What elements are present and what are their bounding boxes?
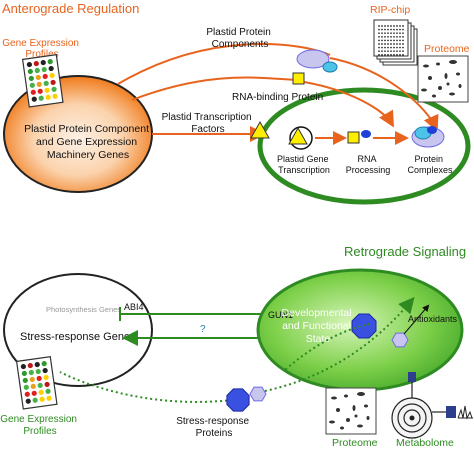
- gene-profiles-label-bottom: Gene Expression Profiles: [0, 414, 80, 437]
- arrow-rnabp-up: [131, 76, 297, 101]
- nucleus-label: Plastid Protein Component and Gene Expre…: [24, 123, 152, 161]
- proteome-spots-top: [421, 60, 462, 98]
- protein-component-cyan: [322, 61, 338, 73]
- metabolome-icon: [391, 372, 473, 439]
- gene-profiles-label-top: Gene Expression Profiles: [2, 38, 82, 60]
- plastid-gene-circle: [289, 126, 313, 150]
- label-rna-binding-protein: RNA-binding Protein: [232, 92, 323, 103]
- stress-proteins-label: Stress-response Proteins: [176, 416, 252, 439]
- rip-chip-label: RIP-chip: [370, 4, 410, 16]
- proteome-label-top: Proteome: [424, 43, 470, 55]
- rna-binding-square: [292, 72, 305, 85]
- bound-transcription-factor: [288, 126, 308, 145]
- antioxidants-label: Antioxidants: [408, 314, 458, 324]
- proteome-gel-top: [417, 55, 469, 103]
- gun1-label: GUN1: [268, 310, 293, 320]
- rip-chip-icon: [373, 19, 418, 66]
- label-transcription-factors: Plastid Transcription Factors: [162, 112, 255, 135]
- transcription-factor-triangle: [250, 120, 270, 139]
- proteome-gel-bottom: [325, 387, 377, 435]
- microarray-icon-bottom: [15, 356, 58, 410]
- proteome-label-bottom: Proteome: [332, 437, 378, 449]
- metabolome-label: Metabolome: [396, 437, 454, 449]
- label-plastid-gene-transcription: Plastid Gene Transcription: [277, 154, 331, 175]
- arrow-to-antioxidants: [403, 304, 430, 335]
- abi4-label: ABI4: [124, 302, 144, 312]
- proteome-spots-bottom: [329, 392, 370, 430]
- label-plastid-protein-components: Plastid Protein Components: [206, 27, 273, 50]
- rna-processing-square: [347, 131, 360, 144]
- stress-response-genes-label: Stress-response Genes: [20, 331, 136, 343]
- label-protein-complexes: Protein Complexes: [407, 154, 453, 175]
- antioxidant-hexagon: [391, 332, 409, 348]
- stress-protein-octagon: [226, 388, 250, 412]
- chloroplast-top: [257, 87, 471, 205]
- dotted-path-to-nucleus: [59, 371, 233, 403]
- dotted-arrow-to-antioxidants: [259, 296, 415, 393]
- anterograde-heading: Anterograde Regulation: [2, 1, 139, 16]
- label-rna-processing: RNA Processing: [346, 154, 391, 175]
- arrow-components-down: [329, 57, 439, 132]
- stress-protein-hexagon: [249, 386, 267, 402]
- complex-blue: [427, 126, 437, 134]
- microarray-icon-top: [21, 54, 64, 108]
- arrow-rnabp-down: [303, 81, 394, 128]
- protein-component-oval: [296, 49, 330, 69]
- rna-processing-blue: [361, 130, 371, 138]
- photosynthesis-genes-label: Photosynthesis Genes: [46, 305, 121, 314]
- state-label: Developmental and Functional State: [282, 307, 355, 345]
- unknown-signal-label: ?: [200, 324, 206, 335]
- retrograde-heading: Retrograde Signaling: [344, 244, 466, 259]
